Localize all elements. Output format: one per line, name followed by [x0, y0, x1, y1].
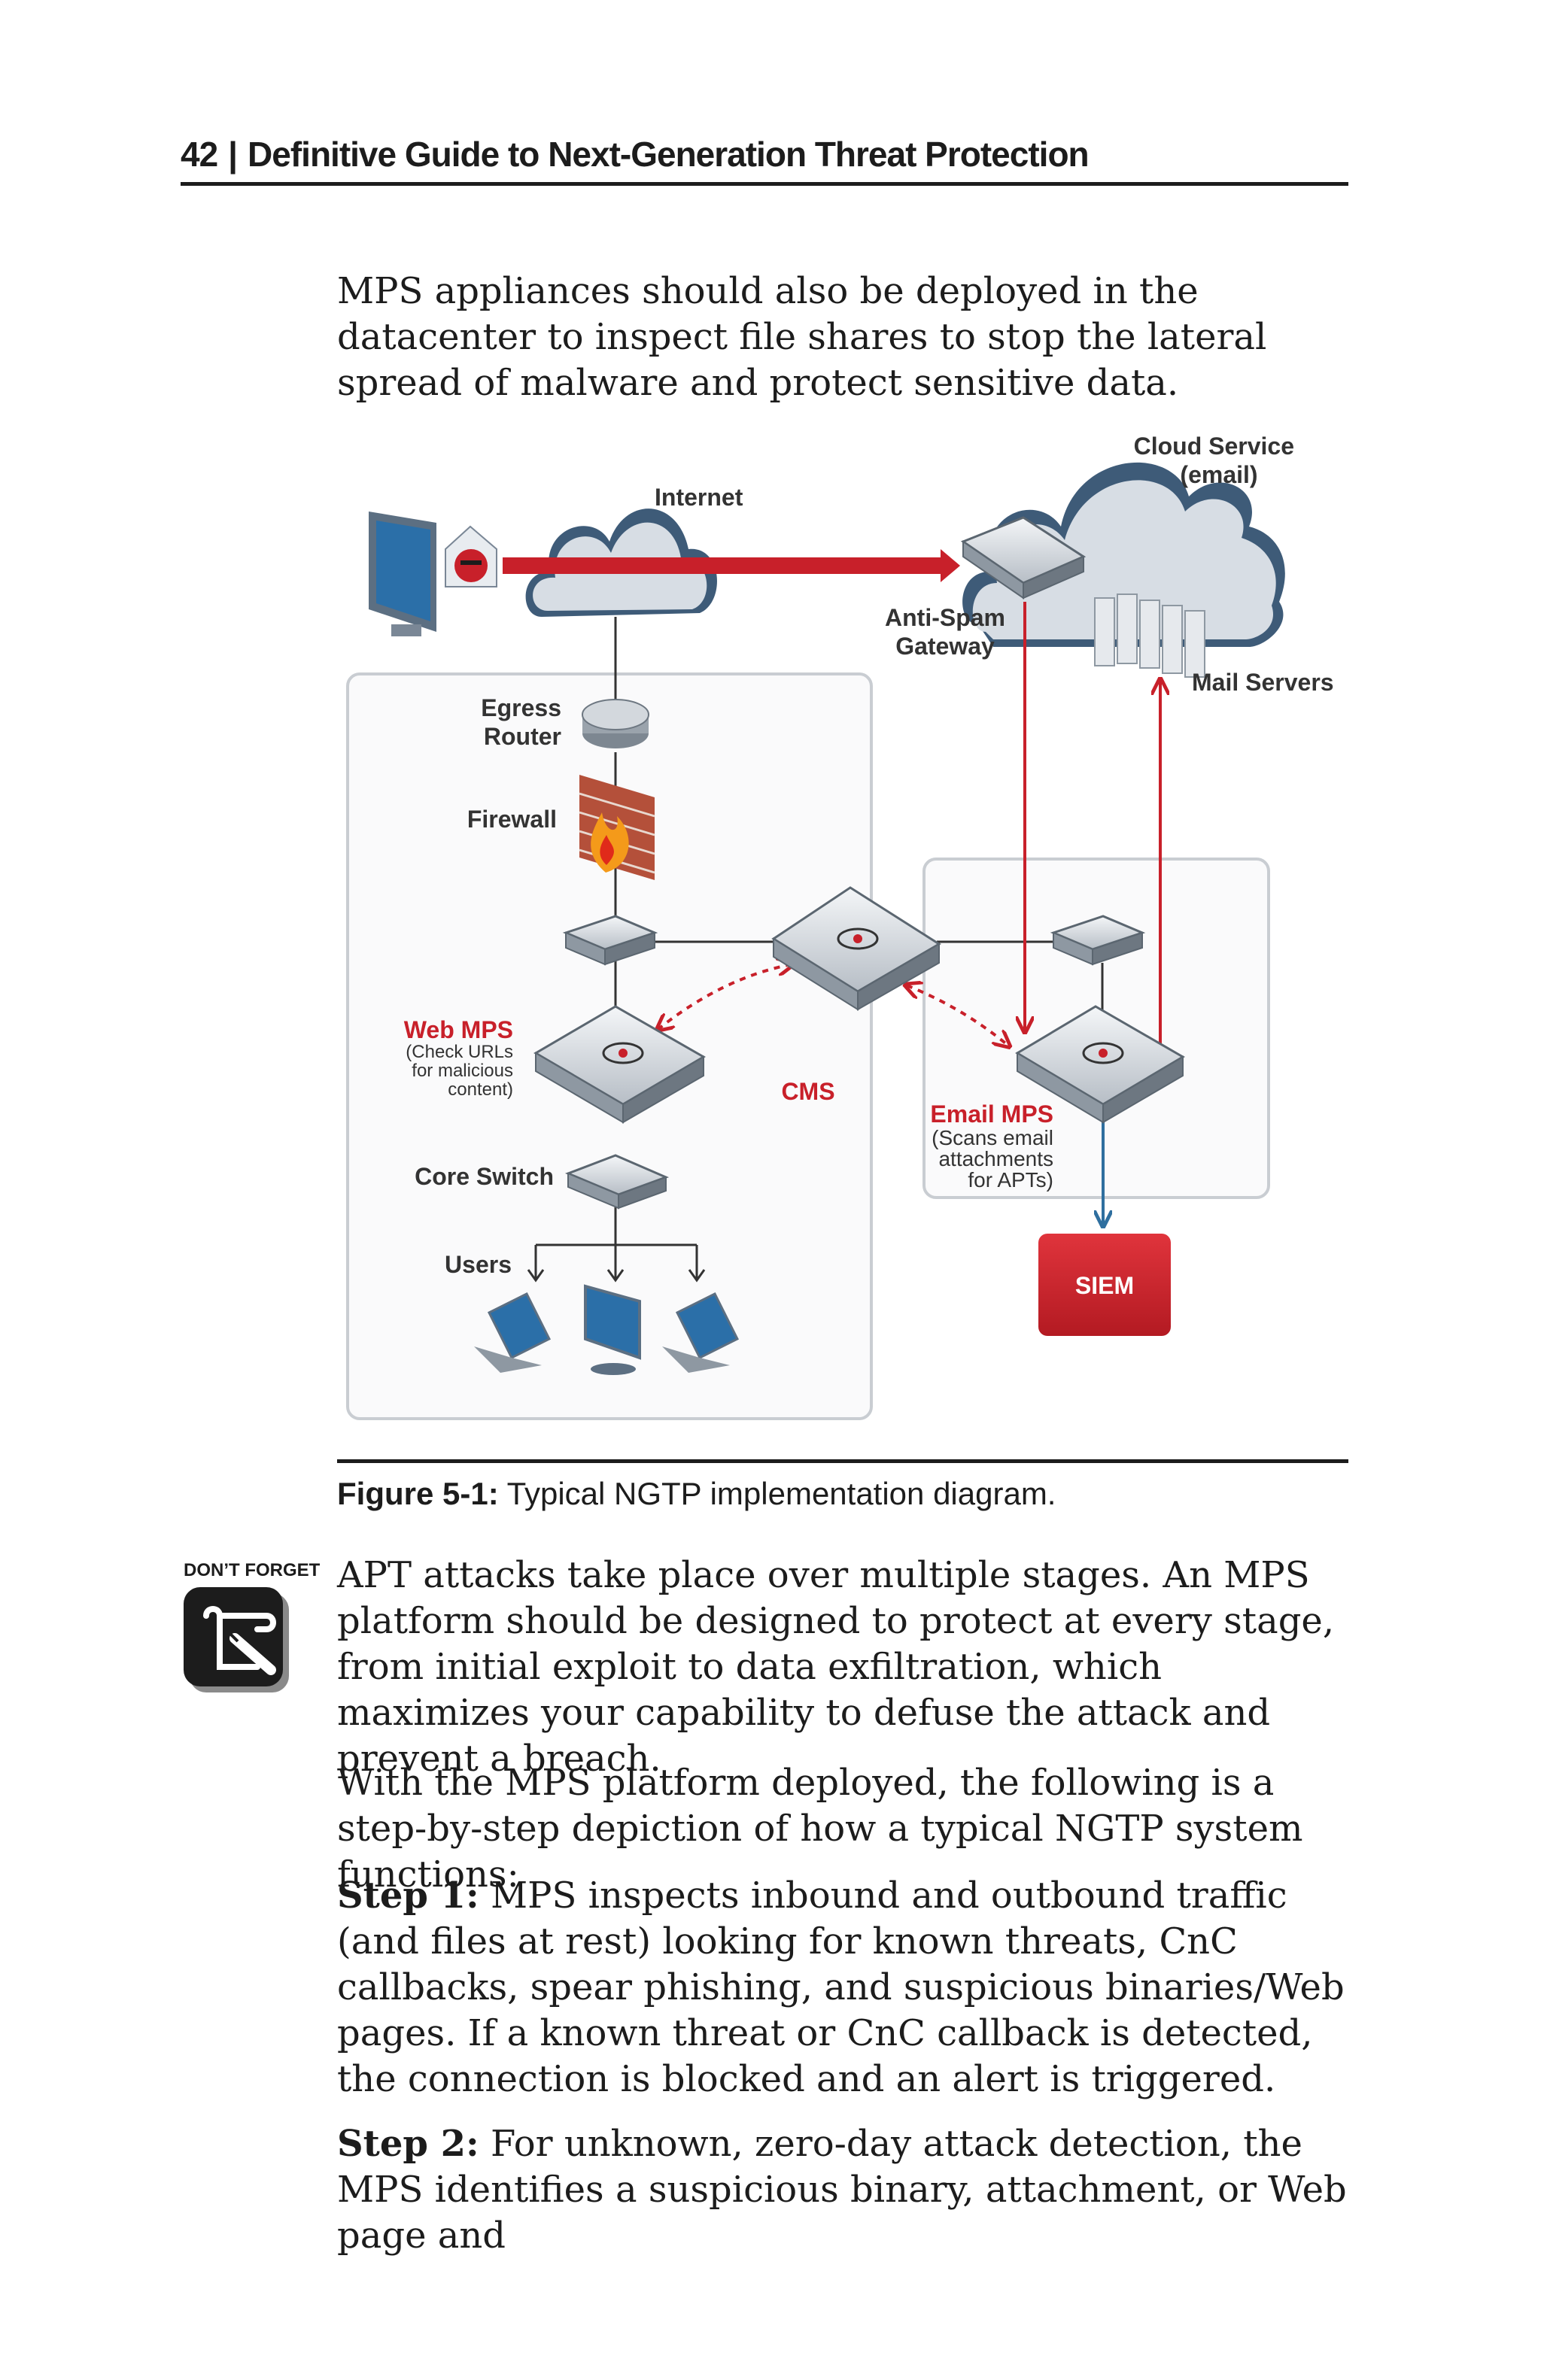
page-number: 42: [181, 135, 218, 174]
users-label: Users: [445, 1251, 512, 1278]
attacker-computer-icon: [369, 512, 497, 636]
internet-label: Internet: [655, 484, 743, 511]
router-label: Router: [484, 723, 561, 750]
email-mps-note: (Scans email: [932, 1126, 1053, 1149]
book-title: Definitive Guide to Next-Generation Thre…: [248, 135, 1090, 174]
header-separator: |: [228, 135, 238, 174]
mail-servers-label: Mail Servers: [1192, 669, 1334, 696]
siem-box: [1038, 1234, 1171, 1336]
dont-forget-paragraph: APT attacks take place over multiple sta…: [337, 1554, 1335, 1780]
web-mps-note: content): [448, 1079, 513, 1100]
email-mps-note: for APTs): [968, 1168, 1053, 1192]
web-mps-note: for malicious: [412, 1061, 513, 1081]
step-1-paragraph: Step 1: MPS inspects inbound and outboun…: [337, 1873, 1353, 2102]
cms-label: CMS: [781, 1078, 834, 1105]
cloud-service-label: Cloud Service: [1134, 433, 1294, 460]
email-mps-appliance-icon: [1015, 1005, 1185, 1124]
egress-label: Egress: [481, 694, 561, 721]
laptop-icon: [662, 1292, 740, 1373]
step-2-paragraph: Step 2: For unknown, zero-day attack det…: [337, 2121, 1353, 2259]
cms-appliance-icon: [771, 886, 941, 1011]
core-switch-icon: [564, 1154, 670, 1210]
figure-label: Figure 5-1:: [337, 1476, 499, 1511]
cloud-service-icon: [962, 462, 1285, 647]
figure-caption-text: Typical NGTP implementation diagram.: [506, 1476, 1056, 1511]
mail-servers-icon: [1094, 593, 1205, 678]
switch-icon: [562, 915, 658, 966]
firewall-icon: [579, 775, 655, 880]
figure-rule: [337, 1459, 1348, 1463]
scroll-pencil-icon: [184, 1587, 289, 1692]
laptop-icon: [474, 1292, 552, 1373]
step-1-text: MPS inspects inbound and outbound traffi…: [337, 1875, 1345, 2100]
egress-router-icon: [582, 699, 649, 748]
figure-caption: Figure 5-1: Typical NGTP implementation …: [337, 1476, 1056, 1512]
running-header: 42 | Definitive Guide to Next-Generation T…: [181, 134, 1348, 186]
step-2-label: Step 2:: [337, 2123, 479, 2165]
web-mps-note: (Check URLs: [406, 1042, 513, 1062]
step-1-label: Step 1:: [337, 1875, 479, 1917]
anti-spam-label: Anti-Spam: [885, 604, 1005, 631]
ngtp-diagram: Internet Cloud Service (email) Anti-Spam…: [346, 433, 1334, 1420]
cloud-service-sublabel: (email): [1180, 461, 1257, 488]
siem-label: SIEM: [1075, 1272, 1134, 1299]
anti-spam-gateway-icon: [960, 516, 1087, 600]
web-mps-label: Web MPS: [404, 1016, 513, 1043]
intro-paragraph: MPS appliances should also be deployed i…: [337, 270, 1267, 404]
switch-icon: [1050, 915, 1146, 966]
intro-steps-paragraph: With the MPS platform deployed, the foll…: [337, 1762, 1303, 1896]
step-2-text: For unknown, zero-day attack detection, …: [337, 2123, 1347, 2257]
dont-forget-label: DON’T FORGET: [184, 1560, 321, 1580]
desktop-monitor-icon: [584, 1284, 641, 1375]
core-switch-label: Core Switch: [415, 1163, 554, 1190]
red-arrowhead-icon: [941, 549, 960, 582]
web-mps-appliance-icon: [533, 1005, 706, 1124]
firewall-label: Firewall: [467, 806, 557, 833]
anti-spam-sublabel: Gateway: [895, 633, 995, 660]
email-mps-label: Email MPS: [930, 1100, 1053, 1128]
email-mps-note: attachments: [938, 1147, 1053, 1170]
